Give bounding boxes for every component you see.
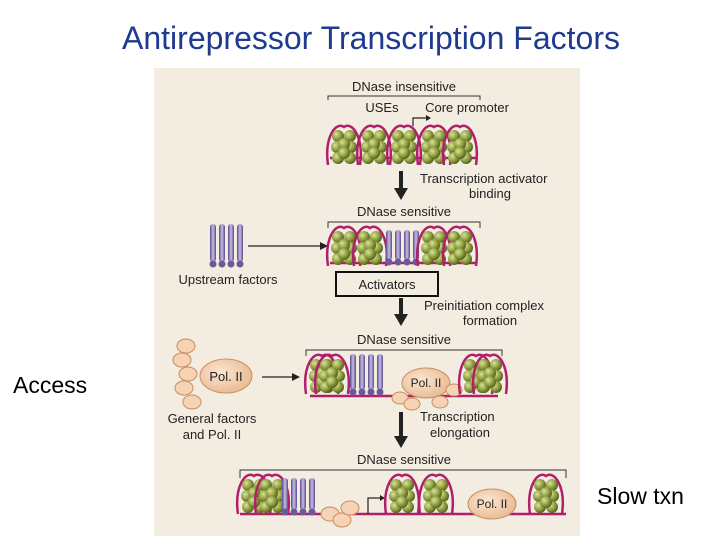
nucleosome — [325, 124, 363, 166]
nucleosome — [471, 353, 509, 395]
general-factors-line2: and Pol. II — [183, 427, 242, 442]
slide-title: Antirepressor Transcription Factors — [122, 20, 620, 56]
general-factors-icon — [172, 338, 202, 410]
core-promoter-label: Core promoter — [425, 100, 509, 115]
nucleosome — [325, 225, 363, 267]
uses-label: USEs — [365, 100, 399, 115]
general-factor — [178, 366, 198, 382]
factor-rod — [309, 478, 315, 510]
activators-box — [335, 271, 439, 297]
nucleosome — [441, 225, 479, 267]
nucleosome — [385, 124, 423, 166]
nucleosome — [313, 353, 351, 395]
factor-rod — [377, 354, 383, 390]
factor-rod — [350, 354, 356, 390]
factor-rod — [386, 230, 392, 260]
chromatin-row-3: Pol. II — [303, 353, 509, 411]
dnase-sensitive-label-2: DNase sensitive — [357, 332, 451, 347]
upstream-factors-label: Upstream factors — [179, 272, 278, 287]
general-factor — [340, 500, 360, 516]
nucleosome — [527, 473, 565, 515]
factor-rod — [368, 354, 374, 390]
general-factor — [182, 394, 202, 410]
dnase-sensitive-label-3: DNase sensitive — [357, 452, 451, 467]
dnase-sensitive-bracket-1 — [327, 221, 481, 228]
chromatin-row-4: Pol. II — [235, 473, 566, 528]
nucleosome — [355, 124, 393, 166]
chromatin-row-2 — [325, 225, 479, 267]
access-label: Access — [13, 372, 88, 398]
dnase-insensitive-bracket — [327, 95, 481, 100]
step3-line1: Transcription — [420, 409, 495, 424]
slow-txn-label: Slow txn — [597, 483, 684, 509]
pol-ii-label-1: Pol. II — [209, 369, 242, 384]
pol-ii-icon — [199, 358, 253, 394]
svg-text:Pol. II: Pol. II — [411, 376, 442, 390]
factor-rod — [404, 230, 410, 260]
nucleosome — [417, 473, 455, 515]
dnase-sensitive-bracket-3 — [239, 469, 567, 478]
general-factors-line1: General factors — [168, 411, 257, 426]
step2-line1: Preinitiation complex — [424, 298, 544, 313]
step2-line2: formation — [463, 313, 517, 328]
dnase-sensitive-bracket-2 — [305, 349, 503, 356]
factor-rod — [228, 224, 234, 262]
activators-label: Activators — [358, 277, 416, 292]
nucleosome — [441, 124, 479, 166]
nucleosome — [415, 225, 453, 267]
general-factor — [403, 397, 421, 411]
factor-rod — [237, 224, 243, 262]
general-factor — [431, 395, 449, 409]
general-factor — [332, 512, 352, 528]
step3-line2: elongation — [430, 425, 490, 440]
chromatin-row-1 — [325, 124, 479, 166]
factor-rod — [359, 354, 365, 390]
pol-ii-elongating-icon — [467, 488, 517, 520]
promoter-arrow — [412, 117, 426, 126]
general-factor — [176, 338, 196, 354]
factor-rod — [210, 224, 216, 262]
general-factor — [391, 391, 409, 405]
factor-rod — [282, 478, 288, 510]
step1-line1: Transcription activator — [420, 171, 548, 186]
general-factor — [445, 383, 463, 397]
nucleosome — [351, 225, 389, 267]
general-factor — [174, 380, 194, 396]
dnase-sensitive-label-1: DNase sensitive — [357, 204, 451, 219]
upstream-factors-icon — [209, 224, 244, 268]
factor-rod — [219, 224, 225, 262]
svg-text:Pol. II: Pol. II — [477, 497, 508, 511]
factor-rod — [300, 478, 306, 510]
diagram-panel: DNase insensitive USEs Core promoter Tra… — [154, 68, 580, 536]
nucleosome — [383, 473, 421, 515]
dnase-insensitive-label: DNase insensitive — [352, 79, 456, 94]
promoter-arrow — [367, 497, 380, 514]
pol-ii-bound-icon — [401, 367, 451, 399]
factor-rod — [291, 478, 297, 510]
chromatin-diagram: DNase insensitive USEs Core promoter Tra… — [168, 79, 567, 528]
step1-line2: binding — [469, 186, 511, 201]
general-factor — [172, 352, 192, 368]
factor-rod — [395, 230, 401, 260]
